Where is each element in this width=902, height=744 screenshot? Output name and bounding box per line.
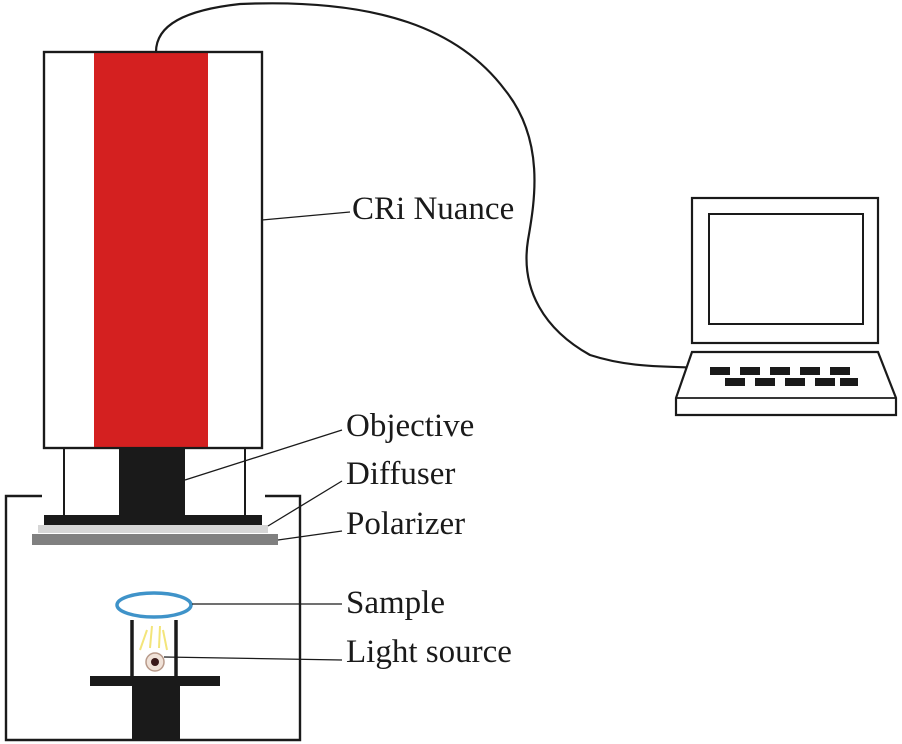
- label-diffuser: Diffuser: [346, 456, 455, 492]
- label-light-source: Light source: [346, 634, 512, 670]
- polarizer-plate: [32, 534, 278, 545]
- stage-crossbar: [90, 676, 220, 686]
- camera-red-band: [94, 52, 208, 448]
- monitor-screen: [708, 213, 864, 325]
- label-polarizer: Polarizer: [346, 506, 465, 542]
- computer: [674, 196, 898, 417]
- label-sample: Sample: [346, 585, 445, 621]
- label-camera: CRi Nuance: [352, 191, 514, 227]
- sample-ring: [115, 591, 193, 619]
- stage-post: [132, 686, 180, 740]
- leader-lines: [163, 211, 351, 661]
- light-source-assembly: [90, 620, 220, 740]
- label-objective: Objective: [346, 408, 474, 444]
- data-cable: [154, 2, 701, 370]
- diffuser-plate: [38, 525, 268, 533]
- keyboard-keys: [710, 367, 858, 386]
- camera-unit: [42, 50, 264, 450]
- objective-lens: [119, 448, 185, 516]
- objective-plate: [44, 515, 262, 525]
